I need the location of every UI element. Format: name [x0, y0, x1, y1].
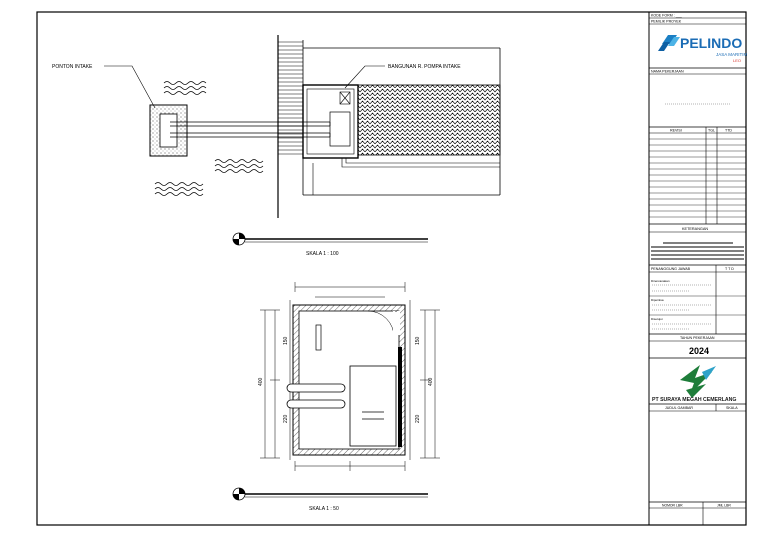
pump-house-plan	[232, 282, 440, 501]
site-plan	[104, 35, 501, 246]
dim-right-220: 220	[415, 414, 421, 423]
dim-right-400: 400	[428, 377, 434, 386]
pemilik-proyek-label: PEMILIK PROYEK	[651, 20, 682, 24]
dim-left-400: 400	[258, 377, 264, 386]
suraya-logo	[680, 365, 716, 398]
kode-form: KODE FORM : ___	[651, 14, 683, 18]
ttd-label: T T D	[725, 267, 734, 271]
judul-gambar-label: JUDUL GAMBAR	[665, 406, 693, 410]
title-block	[649, 17, 746, 525]
penanggung-jawab-label: PENANGGUNG JAWAB	[651, 267, 691, 271]
role-disetujui: Disetujui	[651, 317, 663, 321]
label-ponton-intake: PONTON INTAKE	[52, 64, 93, 70]
svg-text:LEO: LEO	[733, 58, 741, 63]
label-bangunan-pompa: BANGUNAN R. POMPA INTAKE	[388, 64, 461, 70]
scale-label-bottom: SKALA 1 : 50	[309, 506, 339, 512]
tgl-col: TGL	[708, 129, 715, 133]
nomor-lbr-label: NOMOR LBR	[662, 504, 683, 508]
jml-lbr-label: JML LBR	[717, 504, 731, 508]
svg-text:PELINDO: PELINDO	[680, 35, 742, 51]
ttd-col: TTD	[725, 129, 732, 133]
tahun-value: 2024	[689, 346, 709, 356]
dim-left-220: 220	[283, 414, 289, 423]
skala-label: SKALA	[726, 406, 738, 410]
nama-pekerjaan-label: NAMA PEKERJAAN	[651, 70, 684, 74]
tahun-label: TAHUN PEKERJAAN	[680, 336, 715, 340]
svg-text:JASA MARITIM: JASA MARITIM	[716, 52, 748, 57]
dim-right-150: 150	[415, 336, 421, 345]
company-name: PT SURAYA MEGAH CEMERLANG	[652, 397, 736, 403]
revisi-col: REVISI	[670, 129, 682, 133]
scale-label-top: SKALA 1 : 100	[306, 251, 339, 257]
keterangan-label: KETERANGAN	[682, 227, 708, 231]
role-diperiksa: Diperiksa	[651, 298, 664, 302]
pelindo-logo: PELINDO JASA MARITIM LEO	[658, 35, 748, 63]
water-symbol	[154, 81, 264, 196]
dim-left-150: 150	[283, 336, 289, 345]
role-direncanakan: Direncanakan	[651, 279, 670, 283]
